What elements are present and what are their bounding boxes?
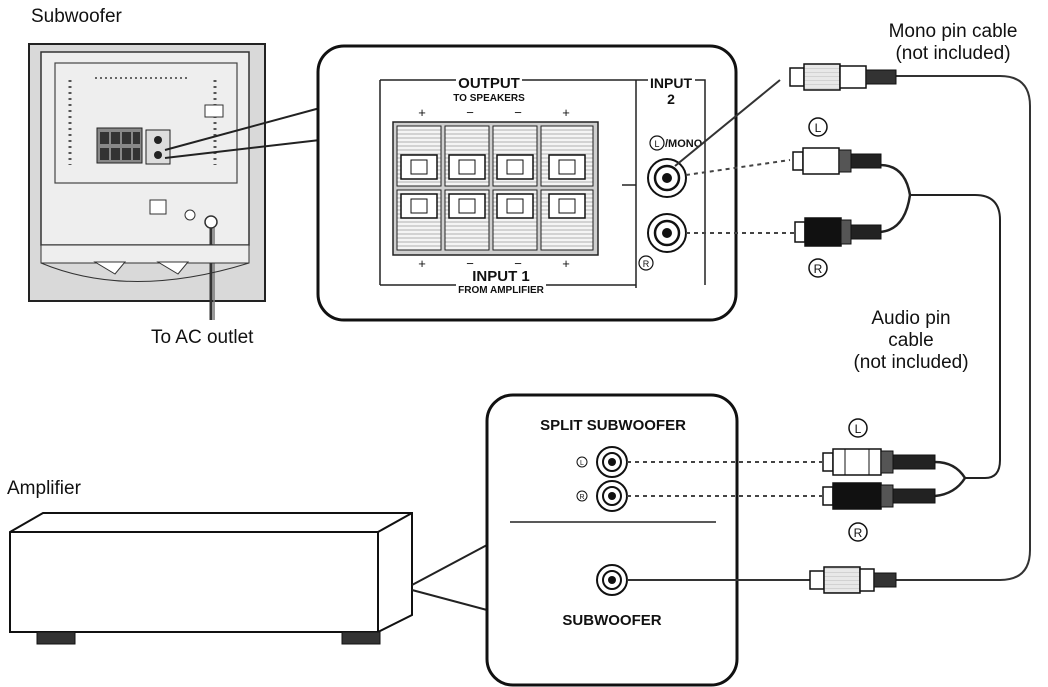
audio-cable-wire — [934, 460, 967, 498]
cable-right-circle-icon — [808, 258, 828, 278]
speaker-terminal-grid — [396, 125, 594, 251]
input2-left-jack — [647, 158, 687, 198]
subwoofer-out-title: SUBWOOFER — [562, 612, 661, 629]
audio-cable-wire — [910, 194, 1001, 479]
plus-mark: + — [418, 105, 426, 120]
amp-left-mark: L — [580, 460, 584, 467]
audio-plug-left — [792, 147, 882, 175]
input2-right-jack — [647, 213, 687, 253]
mono-plug-top — [789, 63, 897, 91]
cable-left-mark: L — [855, 422, 862, 436]
audio-plug-right — [794, 217, 882, 247]
plus-mark: + — [418, 256, 426, 271]
audio-cable-line1: Audio pin — [871, 308, 951, 329]
audio-cable-line3: (not included) — [853, 352, 969, 373]
audio-cable-wire — [879, 163, 912, 234]
right-mark: R — [643, 259, 650, 269]
mono-label: /MONO — [665, 138, 703, 150]
mono-cable-wire — [895, 75, 1031, 581]
left-mark: L — [654, 139, 659, 149]
mono-cable-label: Mono pin cable (not included) — [868, 21, 1038, 65]
input2-title: INPUT — [650, 75, 692, 91]
cable-right-mark: R — [814, 262, 823, 276]
amplifier-label: Amplifier — [7, 478, 81, 499]
left-circle-icon — [649, 135, 665, 151]
mono-cable-line2: (not included) — [895, 43, 1011, 64]
amp-left-circle-icon — [576, 456, 588, 468]
split-left-jack — [596, 446, 628, 478]
input1-sub: FROM AMPLIFIER — [458, 285, 545, 296]
subwoofer-unit — [28, 43, 266, 320]
amp-right-mark: R — [579, 494, 584, 501]
subwoofer-out-jack — [596, 564, 628, 596]
cable-right-circle-icon — [848, 522, 868, 542]
plus-mark: + — [562, 256, 570, 271]
audio-cable-line2: cable — [888, 330, 934, 351]
audio-cable-label: Audio pin cable (not included) — [826, 308, 996, 374]
callout-line — [164, 107, 321, 151]
callout-line — [411, 589, 488, 611]
minus-mark: − — [466, 256, 474, 271]
subwoofer-label: Subwoofer — [31, 6, 122, 27]
amp-right-circle-icon — [576, 490, 588, 502]
subwoofer-terminal-panel: OUTPUT TO SPEAKERS INPUT 2 + − − + — [316, 44, 738, 322]
output-sub: TO SPEAKERS — [453, 93, 525, 104]
mono-plug-amp — [809, 566, 897, 594]
ac-outlet-label: To AC outlet — [151, 327, 254, 348]
cable-left-mark: L — [815, 121, 822, 135]
plus-mark: + — [562, 105, 570, 120]
cable-left-circle-icon — [808, 117, 828, 137]
input1-title: INPUT 1 — [472, 268, 530, 285]
split-right-jack — [596, 480, 628, 512]
audio-plug-amp-left — [822, 448, 936, 476]
audio-plug-amp-right — [822, 482, 936, 510]
input2-num: 2 — [667, 91, 675, 107]
amplifier-terminal-panel: SPLIT SUBWOOFER L R SUBWOOFER — [485, 393, 739, 687]
cable-right-mark: R — [854, 526, 863, 540]
minus-mark: − — [514, 256, 522, 271]
split-subwoofer-title: SPLIT SUBWOOFER — [540, 417, 686, 434]
minus-mark: − — [466, 105, 474, 120]
mono-cable-wire — [674, 79, 781, 167]
output-title: OUTPUT — [458, 75, 520, 92]
callout-line — [164, 139, 321, 159]
mono-cable-line1: Mono pin cable — [888, 21, 1018, 42]
right-circle-icon — [638, 255, 654, 271]
callout-line — [411, 544, 488, 586]
minus-mark: − — [514, 105, 522, 120]
amplifier-unit — [9, 512, 413, 645]
insert-guide — [685, 159, 791, 176]
cable-left-circle-icon — [848, 418, 868, 438]
